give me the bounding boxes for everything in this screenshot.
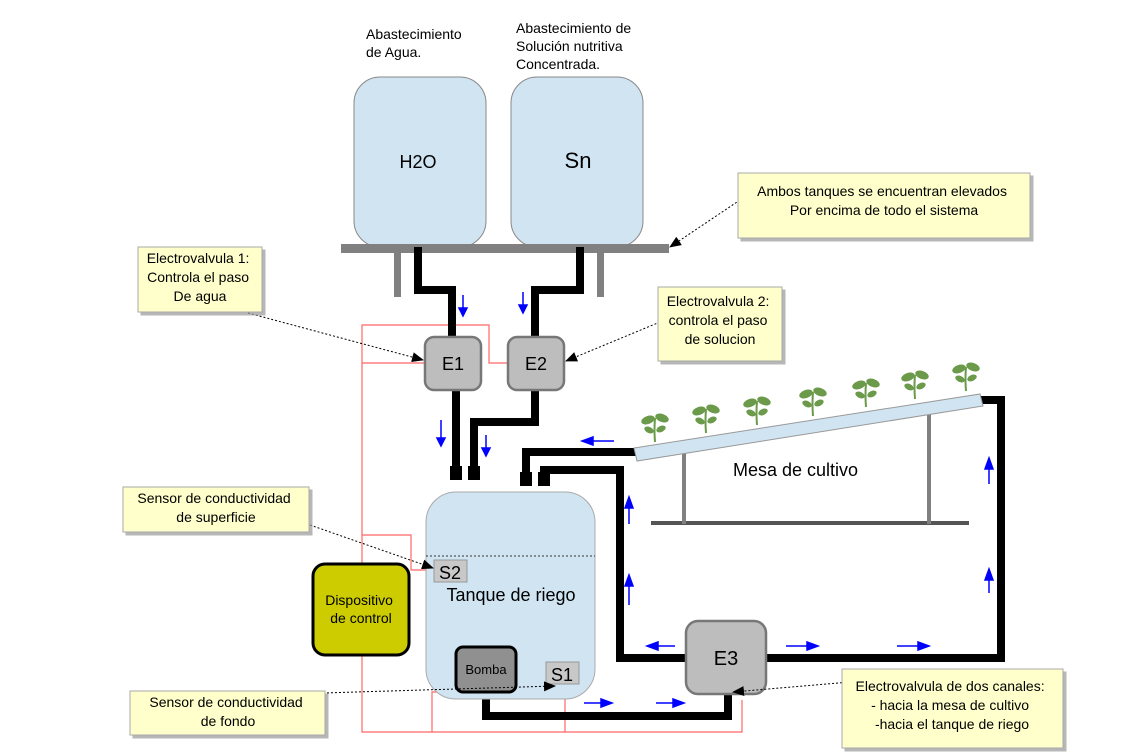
pipe-table-return bbox=[522, 448, 636, 480]
flow-arrow-right bbox=[656, 697, 687, 709]
svg-text:Electrovalvula de dos canales:: Electrovalvula de dos canales: - hacia l… bbox=[856, 678, 1049, 732]
note-surface-sensor: Sensor de conductividad de superficie bbox=[122, 486, 310, 533]
note-e2: Electrovalvula 2: controla el paso de so… bbox=[657, 286, 783, 362]
note-elevated-tanks: Ambos tanques se encuentran elevados Por… bbox=[737, 172, 1031, 239]
sensor-s2-label: S2 bbox=[439, 563, 461, 583]
pipe-nozzles bbox=[450, 466, 550, 486]
svg-text:Electrovalvula 1: Contro: Electrovalvula 1: Controla el paso De ag… bbox=[147, 250, 254, 304]
note-e1: Electrovalvula 1: Controla el paso De ag… bbox=[137, 246, 263, 313]
flow-arrow-down bbox=[480, 435, 492, 458]
plants bbox=[641, 362, 980, 443]
cultivation-channel bbox=[633, 393, 984, 462]
control-device: Dispositivo de control bbox=[311, 562, 411, 657]
flow-arrow-left bbox=[579, 435, 614, 447]
flow-arrow-down bbox=[517, 292, 529, 315]
sensor-s2: S2 bbox=[433, 559, 468, 583]
sensor-s1-label: S1 bbox=[551, 665, 573, 685]
valve-e2-label: E2 bbox=[525, 354, 547, 374]
tank-shelf bbox=[341, 244, 669, 297]
pump: Bomba bbox=[454, 645, 518, 694]
solution-tank-label: Sn bbox=[565, 148, 592, 173]
flow-arrow-right bbox=[786, 640, 821, 652]
pipe-solution-to-e2 bbox=[531, 247, 584, 340]
svg-text:Dispositivo de control: Dispositivo de control bbox=[325, 592, 397, 626]
water-tank-label: H2O bbox=[399, 152, 436, 172]
pump-label: Bomba bbox=[465, 662, 507, 677]
water-supply-label: Abastecimiento de Agua. bbox=[366, 26, 466, 60]
note-e3: Electrovalvula de dos canales: - hacia l… bbox=[841, 668, 1064, 749]
valve-e3: E3 bbox=[684, 619, 768, 696]
plant-icon bbox=[901, 370, 929, 400]
valve-e1: E1 bbox=[423, 335, 483, 392]
valve-e1-label: E1 bbox=[442, 354, 464, 374]
flow-arrow-up bbox=[983, 455, 995, 484]
pipe-e3-to-table bbox=[764, 396, 1005, 662]
plant-icon bbox=[692, 404, 720, 434]
callout-pointers bbox=[247, 199, 851, 697]
pipe-e2-to-tank bbox=[470, 388, 539, 472]
plant-icon bbox=[852, 378, 880, 408]
valve-e2: E2 bbox=[506, 335, 566, 392]
water-tank: H2O bbox=[353, 76, 487, 248]
wire-s2 bbox=[362, 534, 433, 571]
irrigation-tank-label: Tanque de riego bbox=[446, 585, 575, 605]
cultivation-table-label: Mesa de cultivo bbox=[733, 460, 858, 480]
pipes bbox=[414, 247, 1005, 720]
valve-e3-label: E3 bbox=[714, 648, 738, 670]
svg-text:Sensor de conductividad: Sensor de conductividad de superficie bbox=[137, 490, 294, 525]
cultivation-table: Mesa de cultivo bbox=[633, 393, 984, 525]
plant-icon bbox=[799, 387, 827, 417]
solution-tank: Sn bbox=[510, 76, 644, 248]
flow-arrow-right bbox=[584, 697, 615, 709]
plant-icon bbox=[952, 362, 980, 392]
pipe-water-to-e1 bbox=[414, 247, 456, 340]
flow-arrow-down bbox=[435, 420, 447, 448]
plant-icon bbox=[641, 413, 669, 443]
flow-arrows bbox=[435, 292, 995, 709]
svg-text:Electrovalvula 2: contro: Electrovalvula 2: controla el paso de so… bbox=[667, 293, 774, 347]
flow-arrow-up bbox=[623, 494, 635, 524]
solution-supply-label: Abastecimiento de Solución nutritiva Con… bbox=[516, 20, 635, 72]
note-bottom-sensor: Sensor de conductividad de fondo bbox=[129, 690, 326, 736]
sensor-s1: S1 bbox=[545, 661, 580, 685]
flow-arrow-up bbox=[623, 572, 635, 605]
svg-text:Ambos tanques se encuentran el: Ambos tanques se encuentran elevados Por… bbox=[757, 183, 1011, 218]
flow-arrow-up bbox=[983, 566, 995, 593]
pipe-pump-to-e3 bbox=[482, 690, 732, 720]
svg-text:Sensor de conductividad: Sensor de conductividad de fondo bbox=[149, 694, 306, 729]
flow-arrow-down bbox=[457, 295, 469, 318]
plant-icon bbox=[743, 396, 771, 426]
flow-arrow-right bbox=[897, 640, 932, 652]
flow-arrow-left bbox=[644, 640, 675, 652]
